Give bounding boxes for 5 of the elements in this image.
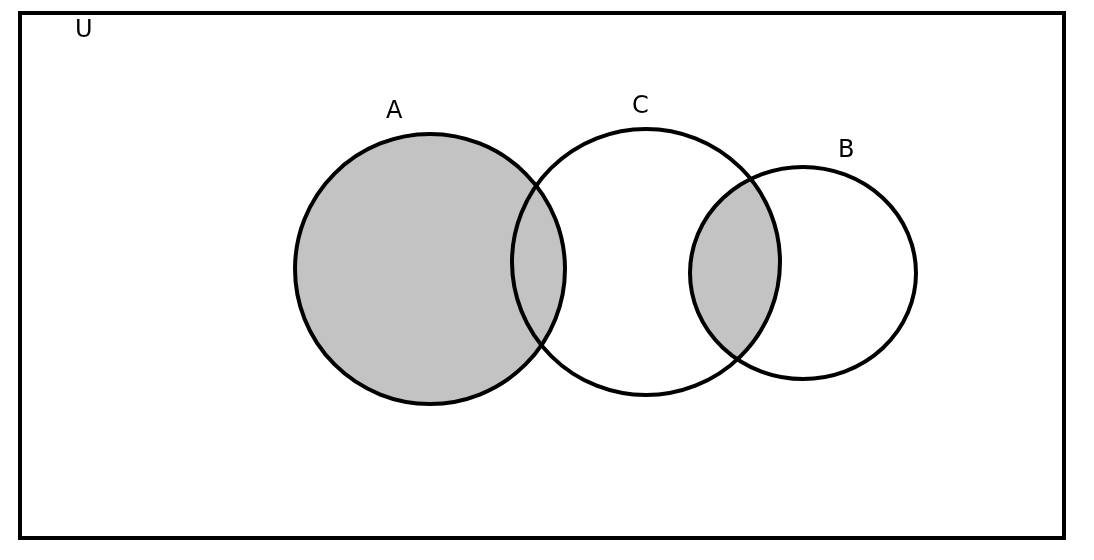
universe-rectangle: [18, 11, 1066, 540]
set-label: A: [386, 97, 403, 123]
set-label: U: [75, 16, 93, 42]
set-label: C: [632, 92, 649, 118]
set-label: B: [838, 136, 855, 162]
